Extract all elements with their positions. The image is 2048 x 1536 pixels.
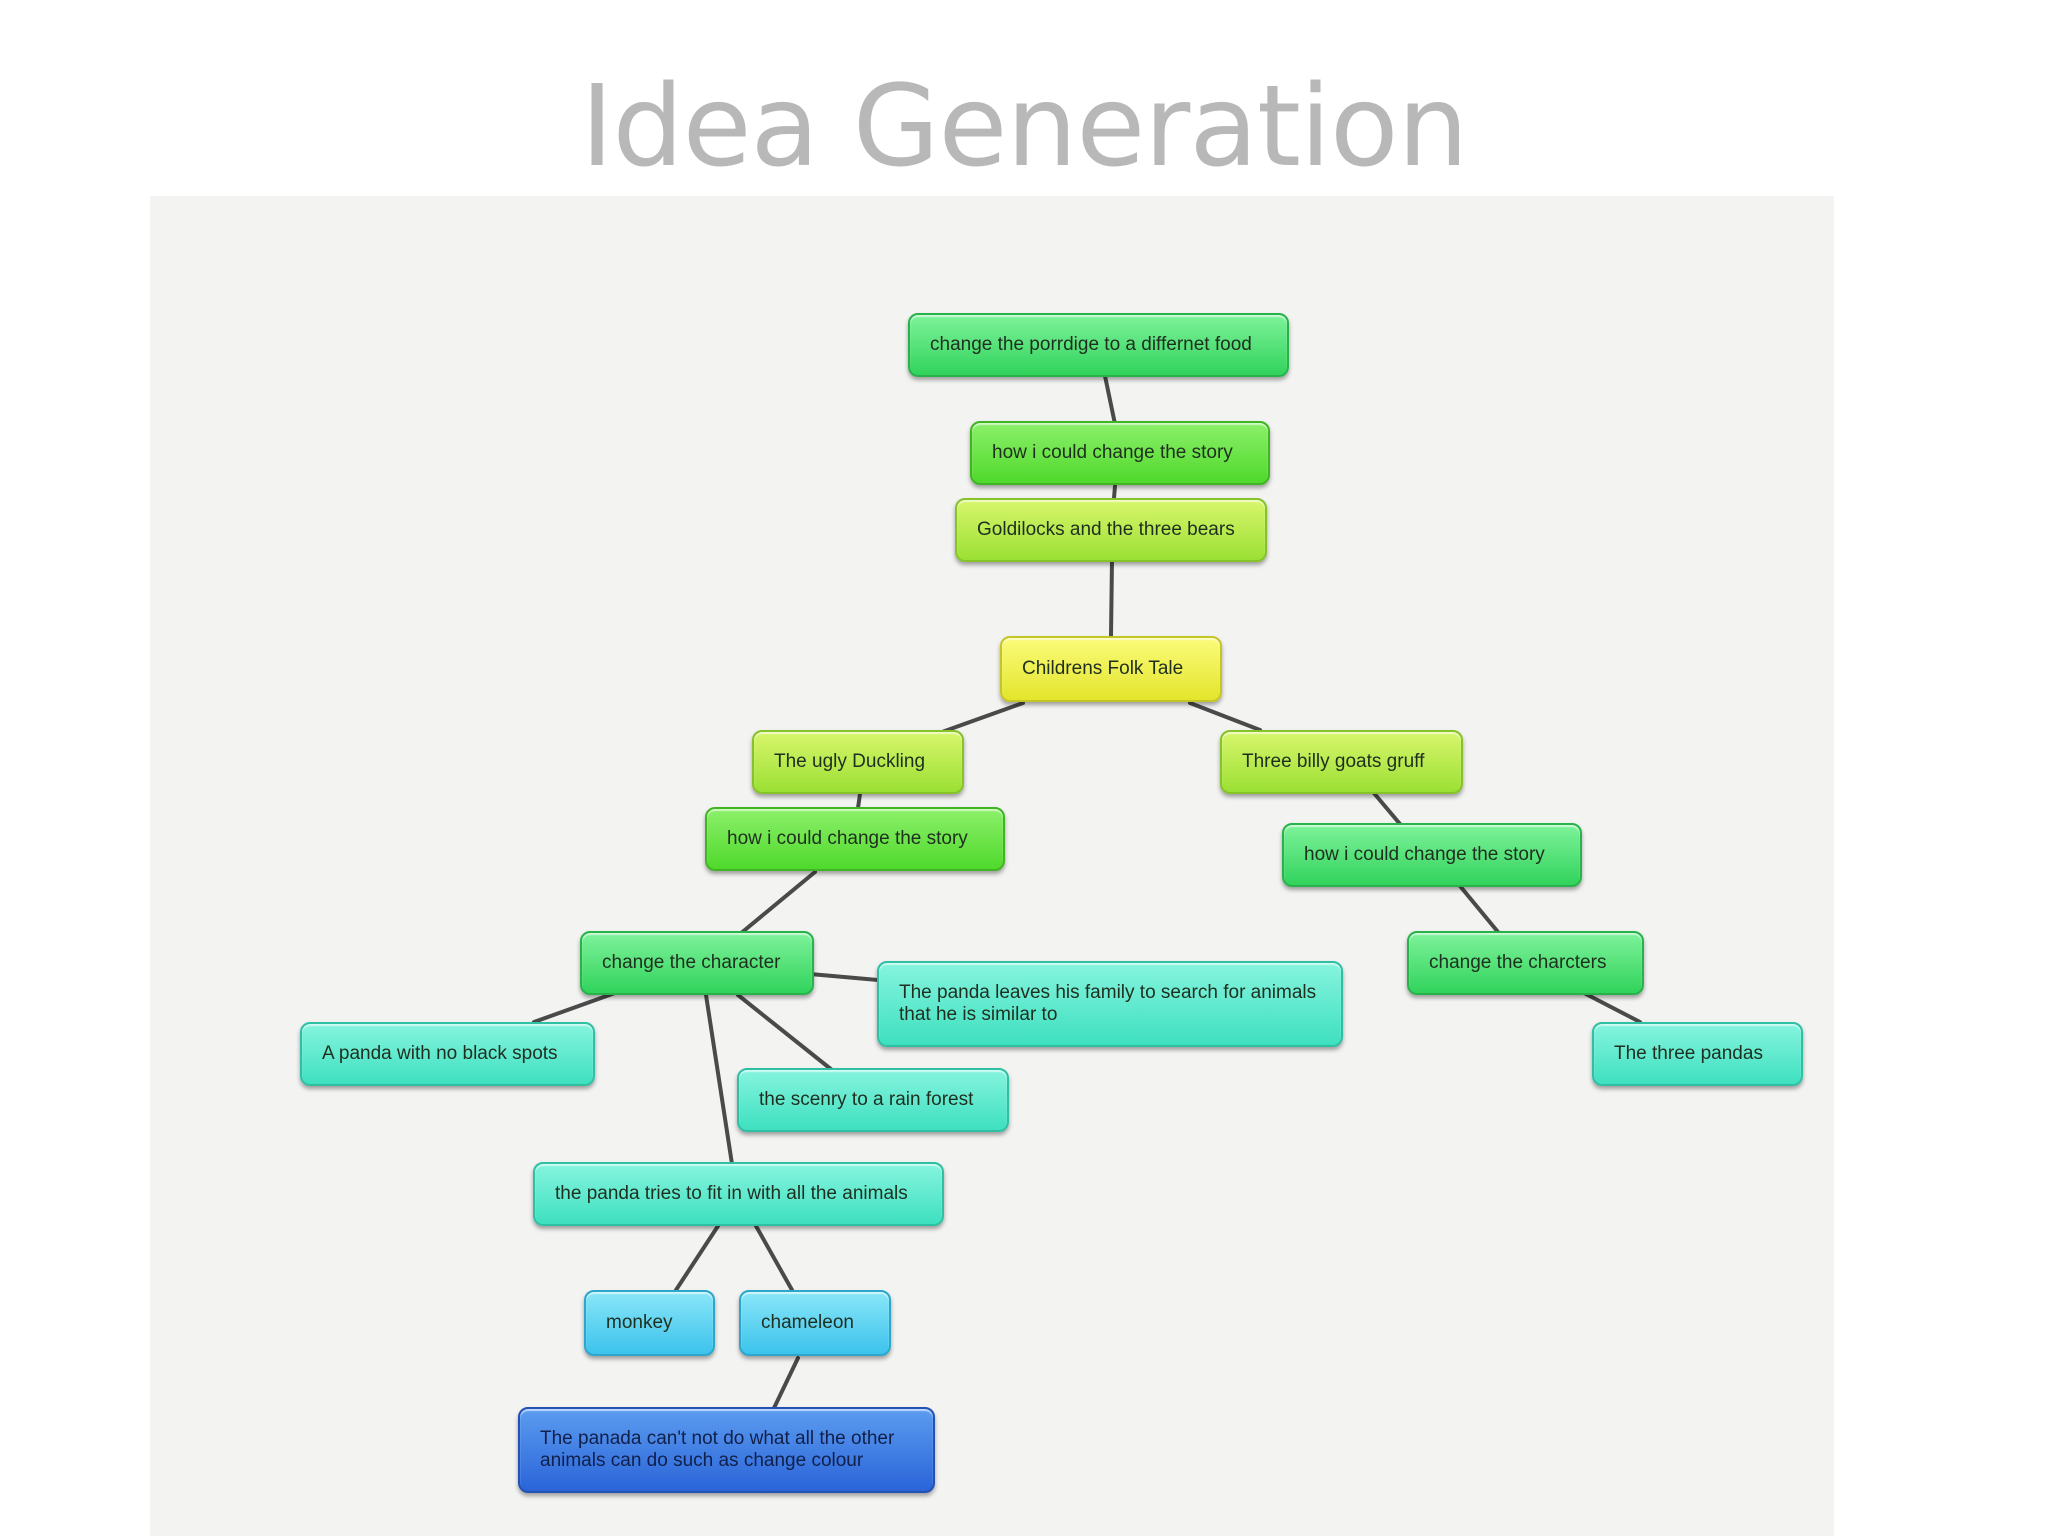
node-panda-leaves[interactable]: The panda leaves his family to search fo… [877,961,1343,1047]
mind-map-canvas: change the porrdige to a differnet food … [150,196,1834,1536]
edge-fitin-monkey [674,1224,720,1292]
node-panda-leaves-label: The panda leaves his family to search fo… [899,982,1317,1025]
edge-fitin-chameleon [754,1224,794,1292]
node-duckling[interactable]: The ugly Duckling [752,730,964,794]
connector-lines [532,374,1642,1410]
edge-story-charcters [1458,884,1500,934]
node-story-top[interactable]: how i could change the story [970,421,1270,485]
node-duckling-label: The ugly Duckling [774,751,926,772]
node-charcters-label: change the charcters [1429,952,1607,973]
edge-goats-story [1371,790,1402,826]
node-monkey[interactable]: monkey [584,1290,715,1356]
node-story-left[interactable]: how i could change the story [705,807,1005,871]
node-story-right[interactable]: how i could change the story [1282,823,1582,887]
edge-porridge-story [1103,374,1117,426]
node-character[interactable]: change the character [580,931,814,995]
node-monkey-label: monkey [606,1312,673,1333]
node-cant-do[interactable]: The panada can't not do what all the oth… [518,1407,935,1493]
node-chameleon-label: chameleon [761,1312,854,1333]
node-cant-do-label: The panada can't not do what all the oth… [540,1428,895,1471]
node-three-pandas[interactable]: The three pandas [1592,1022,1803,1086]
edge-charcters-pandas [1582,991,1642,1024]
node-fit-in-label: the panda tries to fit in with all the a… [555,1183,908,1204]
node-character-label: change the character [602,952,781,973]
node-rainforest-label: the scenry to a rain forest [759,1089,974,1110]
edge-character-rainforest [736,993,834,1072]
node-goats-label: Three billy goats gruff [1242,751,1425,772]
node-goats[interactable]: Three billy goats gruff [1220,730,1463,794]
edge-character-leaves [808,972,880,982]
node-root-label: Childrens Folk Tale [1022,658,1184,679]
node-rainforest[interactable]: the scenry to a rain forest [737,1068,1009,1132]
node-fit-in[interactable]: the panda tries to fit in with all the a… [533,1162,944,1226]
edge-character-fitin [704,993,734,1166]
edge-root-duckling [940,701,1025,734]
node-no-spots-label: A panda with no black spots [322,1043,558,1064]
node-root[interactable]: Childrens Folk Tale [1000,636,1222,702]
page-title: Idea Generation [580,62,1468,192]
node-chameleon[interactable]: chameleon [739,1290,891,1356]
node-story-left-label: how i could change the story [727,828,968,849]
node-three-pandas-label: The three pandas [1614,1043,1763,1064]
edge-character-nospots [532,991,617,1024]
node-no-spots[interactable]: A panda with no black spots [300,1022,595,1086]
node-story-right-label: how i could change the story [1304,844,1545,865]
node-goldilocks[interactable]: Goldilocks and the three bears [955,498,1267,562]
edge-chameleon-cantdo [772,1356,800,1410]
node-porridge-label: change the porrdige to a differnet food [930,334,1252,355]
edge-duckling-story [856,792,862,810]
edge-story-character [738,870,817,936]
edge-story-goldilocks [1112,484,1117,500]
node-porridge[interactable]: change the porrdige to a differnet food [908,313,1289,377]
node-story-top-label: how i could change the story [992,442,1233,463]
edge-root-goats [1188,701,1262,732]
edge-goldilocks-root [1109,558,1114,638]
node-charcters[interactable]: change the charcters [1407,931,1644,995]
node-goldilocks-label: Goldilocks and the three bears [977,519,1235,540]
